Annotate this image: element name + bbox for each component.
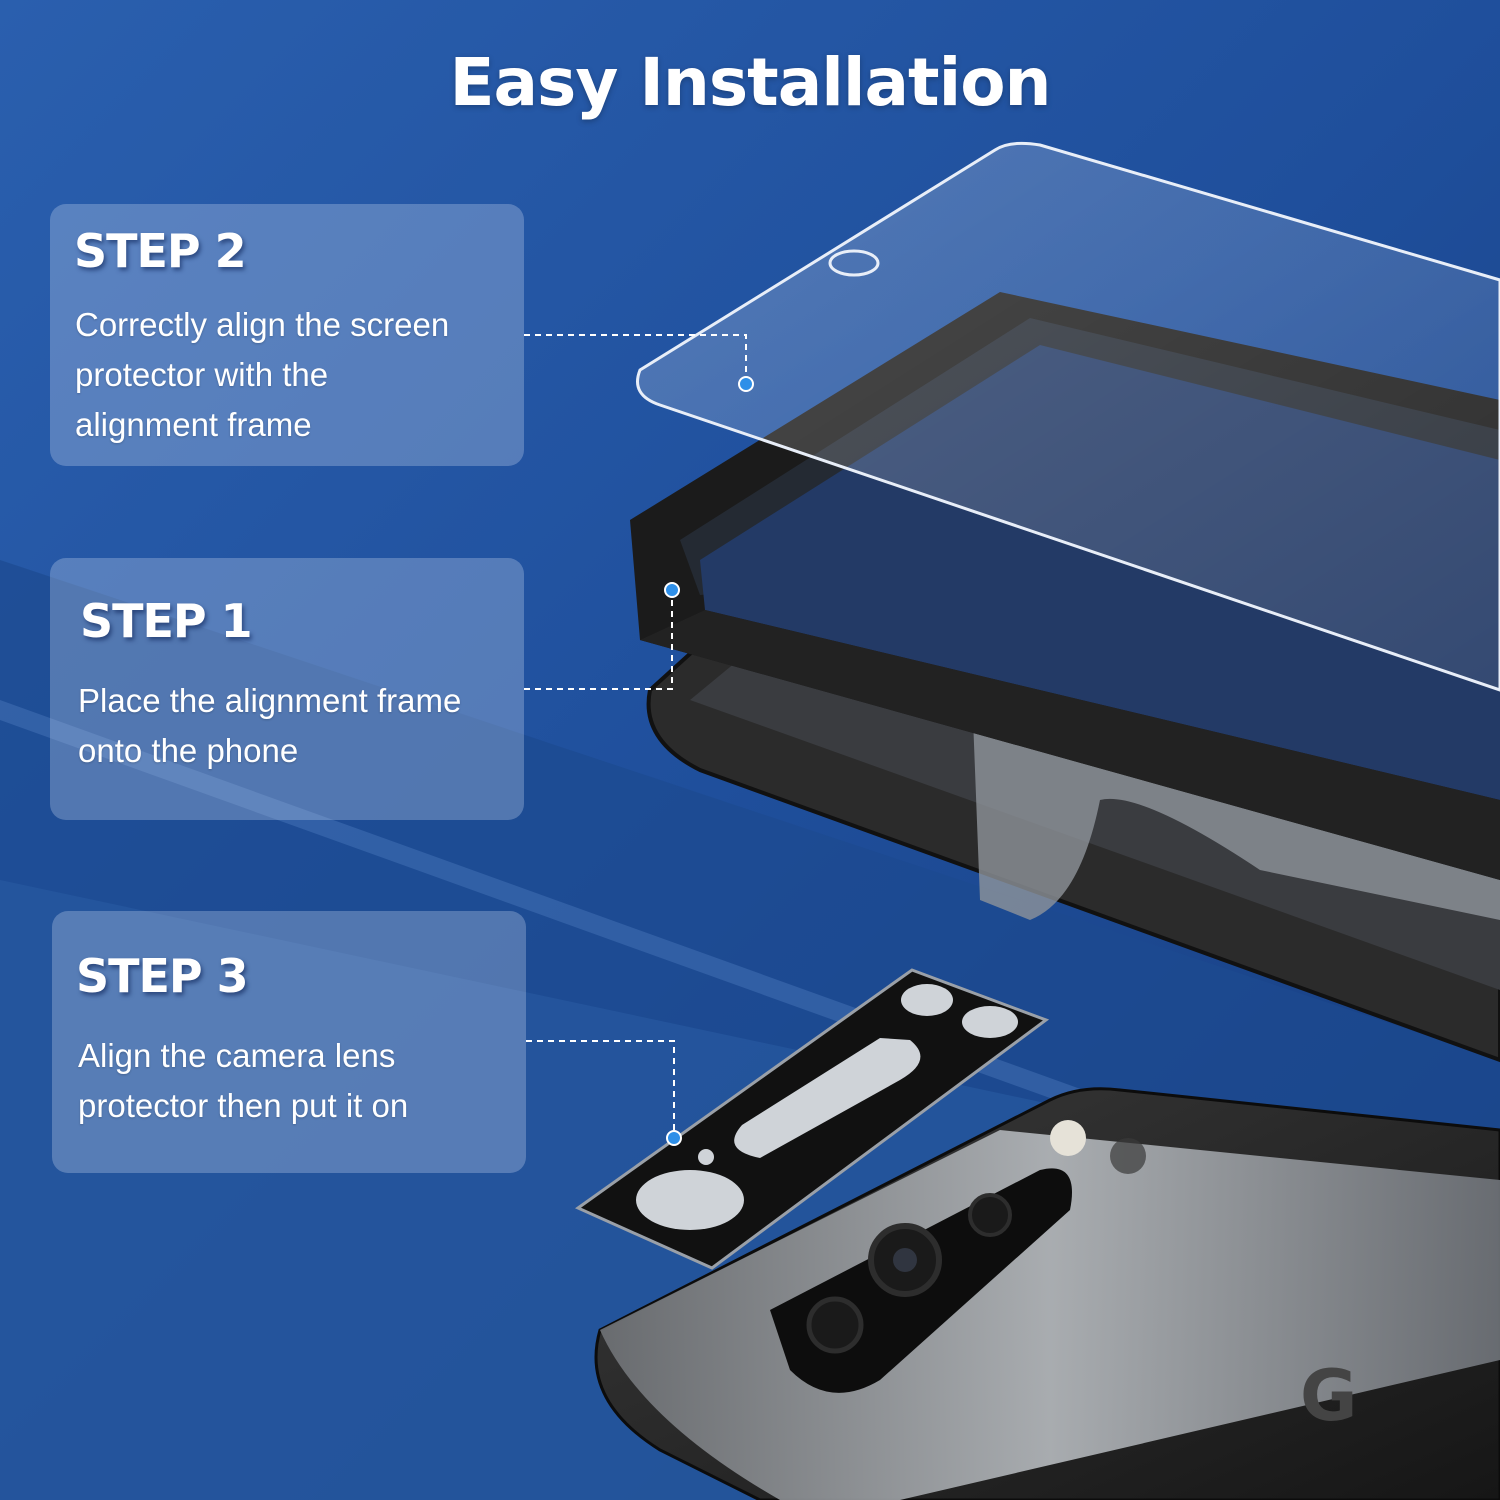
step-card-2: STEP 2 Correctly align the screen protec… xyxy=(50,204,524,466)
screen-protector xyxy=(636,141,1500,692)
step-title: STEP 2 xyxy=(74,224,247,278)
callout-dot-step2 xyxy=(738,376,754,392)
step-description: Correctly align the screen protector wit… xyxy=(75,306,450,443)
callout-step3 xyxy=(526,1040,675,1138)
callout-dot-step3 xyxy=(666,1130,682,1146)
svg-text:G: G xyxy=(1300,1355,1357,1437)
step-title: STEP 3 xyxy=(76,949,249,1003)
callout-step1 xyxy=(524,590,673,690)
phone-back: G xyxy=(594,1087,1500,1500)
camera-lens-protector xyxy=(574,968,1050,1270)
callout-dot-step1 xyxy=(664,582,680,598)
step-card-1: STEP 1 Place the alignment frame onto th… xyxy=(50,558,524,820)
step-title: STEP 1 xyxy=(80,594,253,648)
step-card-3: STEP 3 Align the camera lens protector t… xyxy=(52,911,526,1173)
headline: Easy Installation xyxy=(449,44,1051,121)
step-description: Align the camera lens protector then put… xyxy=(78,1037,409,1124)
callout-step2 xyxy=(524,334,747,384)
step-description: Place the alignment frame onto the phone xyxy=(78,682,462,769)
